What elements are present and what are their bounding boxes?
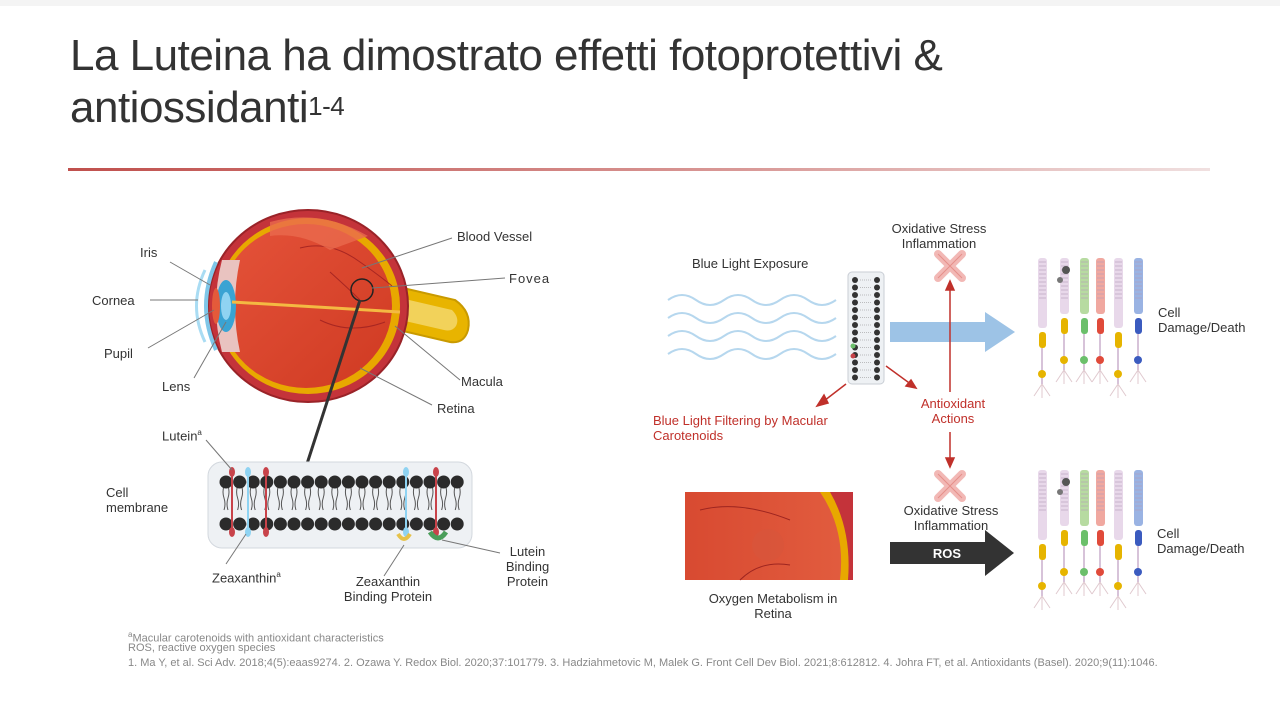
title-superscript: 1-4 — [308, 91, 345, 121]
lutein-label: Luteina — [162, 425, 202, 443]
pupil-label: Pupil — [104, 346, 133, 361]
photoreceptor-cells-top — [1033, 258, 1147, 398]
cross-icon-bottom — [934, 470, 966, 502]
antioxidant-arrows — [815, 279, 956, 469]
oxidative-stress-top-label: Oxidative Stress Inflammation — [891, 221, 987, 251]
retina-closeup-illustration — [685, 492, 853, 581]
footnote-a-mark: a — [128, 630, 133, 639]
cell-membrane-label: Cell membrane — [106, 485, 169, 515]
macula-label: Macula — [461, 374, 503, 389]
title-text: La Luteina ha dimostrato effetti fotopro… — [70, 31, 943, 132]
photoreceptor-cells-bottom — [1033, 470, 1147, 610]
lutein-binding-protein-label: Lutein Binding Protein — [505, 544, 550, 589]
oxygen-metabolism-label: Oxygen Metabolism in Retina — [708, 591, 838, 621]
blue-light-arrow — [890, 312, 1015, 352]
zeaxanthin-label: Zeaxanthina — [212, 567, 281, 585]
lutein-text: Lutein — [162, 428, 198, 444]
cornea-label: Cornea — [92, 293, 135, 308]
ros-arrow — [890, 530, 1014, 576]
eye-illustration — [195, 209, 470, 403]
zeaxanthin-superscript: a — [276, 570, 281, 579]
page-title: La Luteina ha dimostrato effetti fotopro… — [70, 30, 1170, 134]
cell-damage-top-label: Cell Damage/Death — [1158, 305, 1246, 335]
cell-membrane-illustration — [207, 461, 473, 549]
oxidative-stress-bottom-label: Oxidative Stress Inflammation — [903, 503, 999, 533]
footnote-ros: ROS, reactive oxygen species — [128, 642, 276, 654]
top-band — [0, 0, 1280, 6]
lens-label: Lens — [162, 379, 191, 394]
zeaxanthin-binding-protein-label: Zeaxanthin Binding Protein — [343, 574, 433, 604]
zeaxanthin-text: Zeaxanthin — [212, 570, 277, 586]
blue-light-filtering-label: Blue Light Filtering by Macular Caroteno… — [653, 413, 828, 443]
ros-label: ROS — [932, 546, 962, 561]
title-divider — [68, 168, 1210, 171]
footnote-references: 1. Ma Y, et al. Sci Adv. 2018;4(5):eaas9… — [128, 657, 1158, 669]
carotenoid-filter-column — [847, 271, 885, 385]
footnote-a: aMacular carotenoids with antioxidant ch… — [128, 628, 384, 646]
iris-label: Iris — [140, 245, 158, 260]
eye-leader-lines — [147, 237, 506, 406]
retina-label: Retina — [437, 401, 475, 416]
blue-light-exposure-label: Blue Light Exposure — [692, 256, 809, 271]
lutein-superscript: a — [197, 428, 202, 437]
fovea-label: Fovea — [509, 271, 551, 286]
cross-icon-top — [934, 250, 966, 282]
antioxidant-actions-label: Antioxidant Actions — [920, 396, 986, 426]
fovea-connector — [303, 299, 362, 471]
cell-damage-bottom-label: Cell Damage/Death — [1157, 526, 1245, 556]
blood-vessel-label: Blood Vessel — [457, 229, 533, 244]
membrane-leader-lines — [205, 439, 501, 577]
footnote-a-text: Macular carotenoids with antioxidant cha… — [132, 632, 384, 645]
blue-light-waves — [667, 294, 837, 360]
